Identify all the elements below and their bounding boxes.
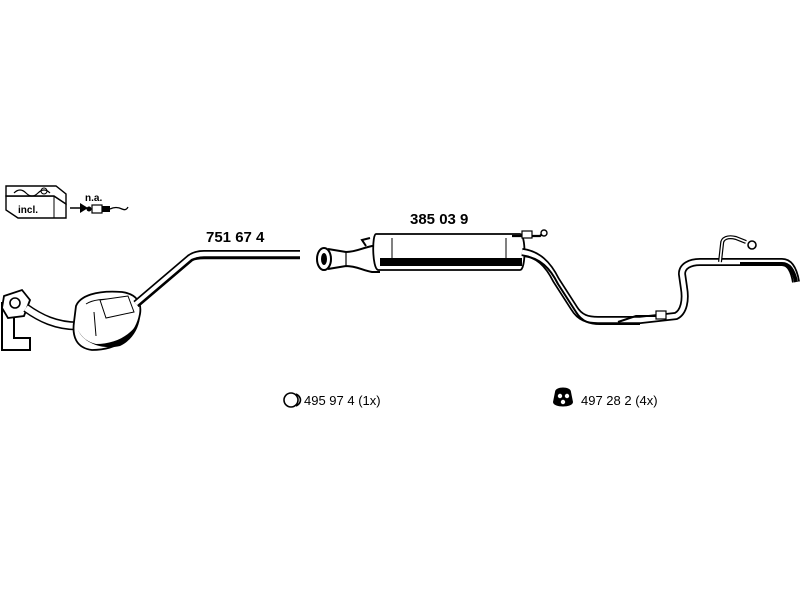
rubber-hanger-legend: 497 28 2 (4x) — [553, 387, 658, 408]
middle-silencer-part-number: 385 03 9 — [410, 211, 468, 228]
rear-pipe — [521, 235, 800, 325]
mounting-kit-box: incl. — [5, 185, 67, 219]
sealing-ring-icon — [283, 392, 302, 408]
sealing-ring-legend: 495 97 4 (1x) — [283, 392, 381, 408]
catalytic-converter — [1, 288, 142, 351]
front-pipe-part-number: 751 67 4 — [206, 229, 265, 246]
incl-label: incl. — [18, 205, 38, 216]
rubber-hanger-icon — [553, 387, 573, 407]
oxygen-sensor-icon: n.a. — [85, 193, 129, 214]
sealing-ring-part-number: 495 97 4 (1x) — [304, 393, 381, 408]
rubber-hanger-part-number: 497 28 2 (4x) — [581, 393, 658, 408]
na-label: n.a. — [85, 193, 102, 204]
front-pipe — [133, 250, 300, 308]
middle-silencer — [316, 229, 548, 273]
kit-arrow — [70, 203, 88, 213]
